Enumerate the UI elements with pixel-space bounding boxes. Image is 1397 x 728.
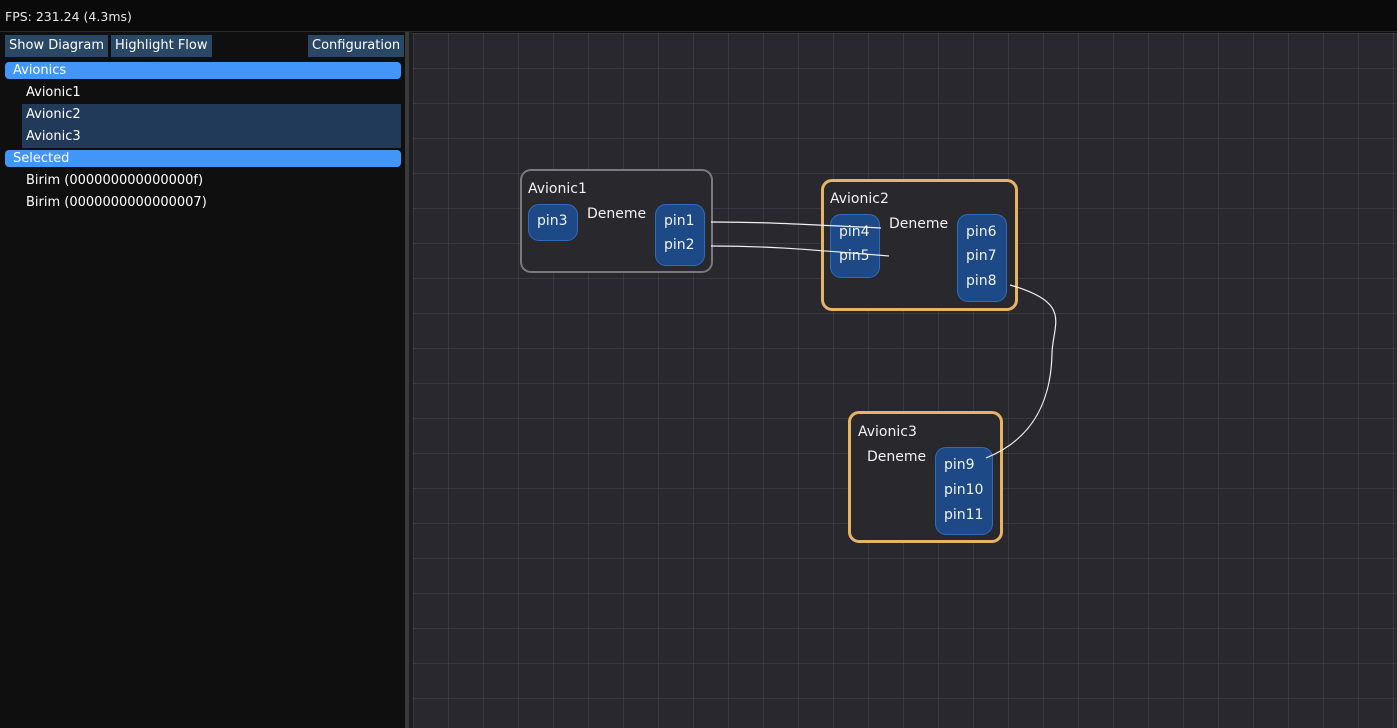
input-pins: pin4 pin5 xyxy=(830,214,880,278)
pin-pin4[interactable]: pin4 xyxy=(839,224,870,240)
node-avionic1[interactable]: Avionic1 Deneme pin3 pin1 pin2 xyxy=(520,169,713,273)
selected-item[interactable]: Birim (000000000000000f) xyxy=(26,173,204,188)
input-pins: pin3 xyxy=(528,204,578,241)
avionic3-item[interactable]: Avionic3 xyxy=(22,126,401,148)
panel-splitter[interactable] xyxy=(405,32,409,728)
output-pins: pin1 pin2 xyxy=(655,204,705,266)
pin-pin5[interactable]: pin5 xyxy=(839,248,870,264)
node-label: Deneme xyxy=(867,449,927,465)
pin-pin10[interactable]: pin10 xyxy=(944,482,984,498)
pin-pin2[interactable]: pin2 xyxy=(664,237,695,253)
fps-counter: FPS: 231.24 (4.3ms) xyxy=(5,9,132,24)
pin-pin3[interactable]: pin3 xyxy=(537,213,568,229)
node-avionic2[interactable]: Avionic2 Deneme pin4 pin5 pin6 pin7 pin8 xyxy=(821,179,1018,311)
sidebar: Show Diagram Highlight Flow Configuratio… xyxy=(0,32,405,728)
node-label: Deneme xyxy=(889,216,949,232)
pin-pin1[interactable]: pin1 xyxy=(664,213,695,229)
node-title: Avionic3 xyxy=(858,424,917,440)
status-bar: FPS: 231.24 (4.3ms) xyxy=(0,0,1397,32)
canvas-border xyxy=(409,32,413,728)
node-label: Deneme xyxy=(587,206,647,222)
node-title: Avionic1 xyxy=(528,181,587,197)
node-avionic3[interactable]: Avionic3 Deneme pin9 pin10 pin11 xyxy=(848,411,1003,543)
show-diagram-button[interactable]: Show Diagram xyxy=(5,35,109,57)
selected-header[interactable]: Selected xyxy=(5,150,401,167)
pin-pin6[interactable]: pin6 xyxy=(966,224,997,240)
node-title: Avionic2 xyxy=(830,191,889,207)
pin-pin8[interactable]: pin8 xyxy=(966,273,997,289)
configuration-button[interactable]: Configuration xyxy=(308,35,405,57)
highlight-flow-button[interactable]: Highlight Flow xyxy=(111,35,212,57)
avionics-header[interactable]: Avionics xyxy=(5,62,401,79)
pin-pin11[interactable]: pin11 xyxy=(944,507,984,523)
output-pins: pin9 pin10 pin11 xyxy=(935,447,993,535)
output-pins: pin6 pin7 pin8 xyxy=(957,214,1007,302)
pin-pin7[interactable]: pin7 xyxy=(966,248,997,264)
pin-pin9[interactable]: pin9 xyxy=(944,457,975,473)
avionic1-item[interactable]: Avionic1 xyxy=(26,85,81,100)
link-layer xyxy=(710,221,1057,459)
avionic2-item[interactable]: Avionic2 xyxy=(22,104,401,126)
node-editor-canvas[interactable]: Avionic1 Deneme pin3 pin1 pin2 Avionic2 … xyxy=(413,33,1397,728)
selected-item[interactable]: Birim (0000000000000007) xyxy=(26,195,207,210)
